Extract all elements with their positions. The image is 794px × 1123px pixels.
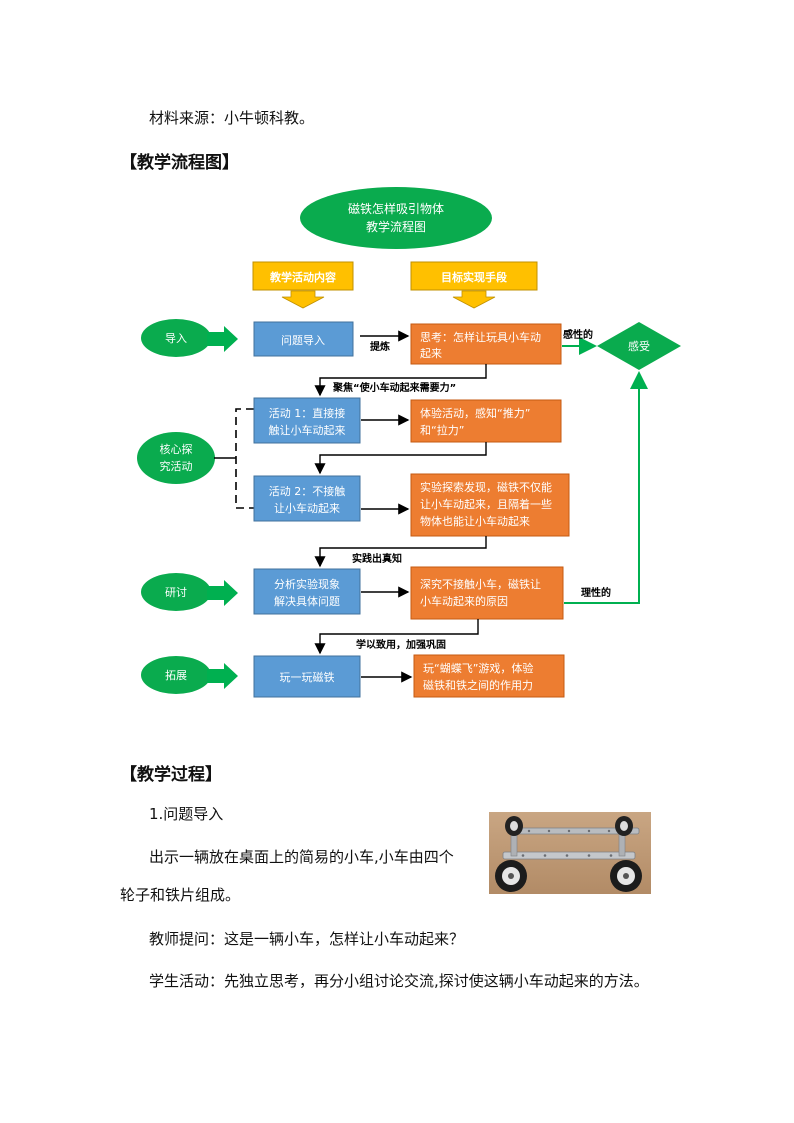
means-think-box xyxy=(410,323,562,365)
means-game-line2: 磁铁和铁之间的作用力 xyxy=(423,678,533,692)
means-explore-line3: 物体也能让小车动起来 xyxy=(420,514,530,528)
means-investigate-line2: 小车动起来的原因 xyxy=(420,594,508,608)
feeling-label: 感受 xyxy=(628,340,650,353)
stage-core-ellipse xyxy=(137,432,215,484)
activity-indirect-line2: 让小车动起来 xyxy=(274,501,340,515)
means-investigate-line1: 深究不接触小车，磁铁让 xyxy=(420,577,541,591)
activity-indirect-line1: 活动 2：不接触 xyxy=(269,484,346,498)
stage-intro: 导入 xyxy=(165,332,187,345)
para1-line1: 出示一辆放在桌面上的简易的小车,小车由四个 xyxy=(149,848,454,866)
toy-car-photo xyxy=(489,812,651,894)
arrow-rational xyxy=(564,371,648,604)
activity-analyze-box xyxy=(253,568,361,615)
activity-question: 问题导入 xyxy=(281,334,325,347)
activity-analyze-line2: 解决具体问题 xyxy=(274,594,340,608)
connector-apply xyxy=(314,619,479,655)
core-bracket xyxy=(235,408,254,509)
activity-direct-box xyxy=(253,397,361,444)
feeling-diamond xyxy=(597,322,681,370)
activity-play-box xyxy=(253,655,361,698)
teaching-flowchart: 磁铁怎样吸引物体 教学流程图 教学活动内容 目标实现手段 导入 核心探 究活动 … xyxy=(137,187,681,698)
col-header-content: 教学活动内容 xyxy=(269,270,336,284)
link-perceptual: 感性的 xyxy=(563,328,593,341)
means-think-line2: 起来 xyxy=(420,347,442,360)
col-header-content-box xyxy=(252,261,354,291)
stage-intro-arrow xyxy=(207,326,238,352)
step1-title: 1.问题导入 xyxy=(149,805,224,823)
means-explore-line1: 实验探索发现，磁铁不仅能 xyxy=(420,480,552,494)
connector-next1 xyxy=(314,442,487,475)
activity-direct-line2: 触让小车动起来 xyxy=(269,423,346,437)
activity-question-box xyxy=(253,321,354,357)
stage-extend-arrow xyxy=(207,663,238,689)
col-header-means-box xyxy=(410,261,538,291)
flowchart-title-line2: 教学流程图 xyxy=(366,219,426,234)
link-apply: 学以致用，加强巩固 xyxy=(356,638,446,651)
flowchart-heading: 【教学流程图】 xyxy=(120,153,239,173)
flowchart-title-ellipse xyxy=(300,187,492,249)
means-experience-box xyxy=(410,399,562,443)
means-experience-line2: 和“拉力” xyxy=(420,423,464,437)
means-game-line1: 玩“蝴蝶飞”游戏，体验 xyxy=(423,661,533,675)
means-investigate-box xyxy=(410,566,564,620)
activity-direct-line1: 活动 1：直接接 xyxy=(269,406,346,420)
link-rational: 理性的 xyxy=(581,586,611,599)
student-activity: 学生活动：先独立思考，再分小组讨论交流,探讨使这辆小车动起来的方法。 xyxy=(149,972,649,990)
flowchart-title-line1: 磁铁怎样吸引物体 xyxy=(348,201,444,216)
stage-discuss-arrow xyxy=(207,580,238,606)
teacher-question: 教师提问：这是一辆小车，怎样让小车动起来？ xyxy=(149,930,465,948)
means-explore-line2: 让小车动起来，且隔着一些 xyxy=(420,497,552,511)
col-header-content-arrow xyxy=(281,290,325,309)
stage-core-line1: 核心探 xyxy=(160,442,193,456)
connector-practice xyxy=(314,536,487,568)
link-refine: 提炼 xyxy=(370,340,390,353)
stage-discuss: 研讨 xyxy=(165,586,187,599)
means-think-line1: 思考：怎样让玩具小车动 xyxy=(420,330,541,344)
stage-extend: 拓展 xyxy=(165,668,187,682)
means-game-box xyxy=(413,654,565,698)
link-practice: 实践出真知 xyxy=(352,552,402,565)
stage-extend-ellipse xyxy=(141,656,211,694)
link-focus: 聚焦“使小车动起来需要力” xyxy=(332,381,456,394)
activity-analyze-line1: 分析实验现象 xyxy=(274,577,340,591)
activity-play: 玩一玩磁铁 xyxy=(280,671,335,684)
means-explore-box xyxy=(410,473,570,537)
stage-discuss-ellipse xyxy=(141,573,211,611)
process-heading: 【教学过程】 xyxy=(120,765,222,785)
col-header-means: 目标实现手段 xyxy=(441,270,507,284)
connector-focus xyxy=(314,364,487,397)
activity-indirect-box xyxy=(253,475,361,522)
col-header-means-arrow xyxy=(452,290,496,309)
stage-intro-ellipse xyxy=(141,319,211,357)
material-source: 材料来源：小牛顿科教。 xyxy=(149,109,315,127)
para1-line2: 轮子和铁片组成。 xyxy=(120,886,241,904)
means-experience-line1: 体验活动，感知“推力” xyxy=(420,406,530,420)
stage-core-line2: 究活动 xyxy=(160,459,193,473)
